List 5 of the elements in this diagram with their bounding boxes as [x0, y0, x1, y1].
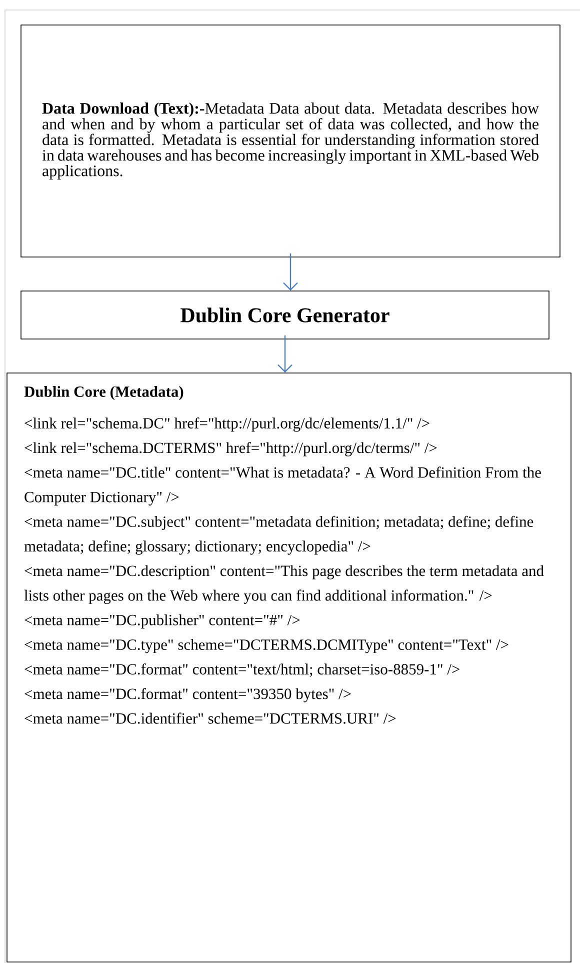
arrow — [278, 335, 292, 373]
arrow — [283, 253, 298, 291]
text-box: Data Download (Text):-Metadata Data about data. Metadata describes how and when and by whom a particular set of data was collected, and how the data is formatted. Metadata is essential for understanding information stored in data warehouses and has become increasingly important in XML-based Web applications. — [20, 24, 560, 258]
process-box: Dublin Core Generator — [20, 290, 550, 340]
metadata-box: Dublin Core (Metadata) <link rel="schema.DC" href="http://purl.org/dc/elements/1.1/" /> <link rel="schema.DCTERMS" href="http://purl.org/dc/terms/" /> <meta name="DC.title" content="What is metadata? - A Word Definition From the Computer Dictionary" /> <meta name="DC.subject" content="metadata definition; metadata; define; define metadata; define; glossary; dictionary; encyclopedia" /> <meta name="DC.description" content="This page describes the term metadata and lists other pages on the Web where you can find additional information." /> <meta name="DC.publisher" content="#" /> <meta name="DC.type" scheme="DCTERMS.DCMIType" content="Text" /> <meta name="DC.format" content="text/html; charset=iso-8859-1" /> <meta name="DC.format" content="39350 bytes" /> <meta name="DC.identifier" scheme="DCTERMS.URI" /> — [6, 372, 572, 962]
